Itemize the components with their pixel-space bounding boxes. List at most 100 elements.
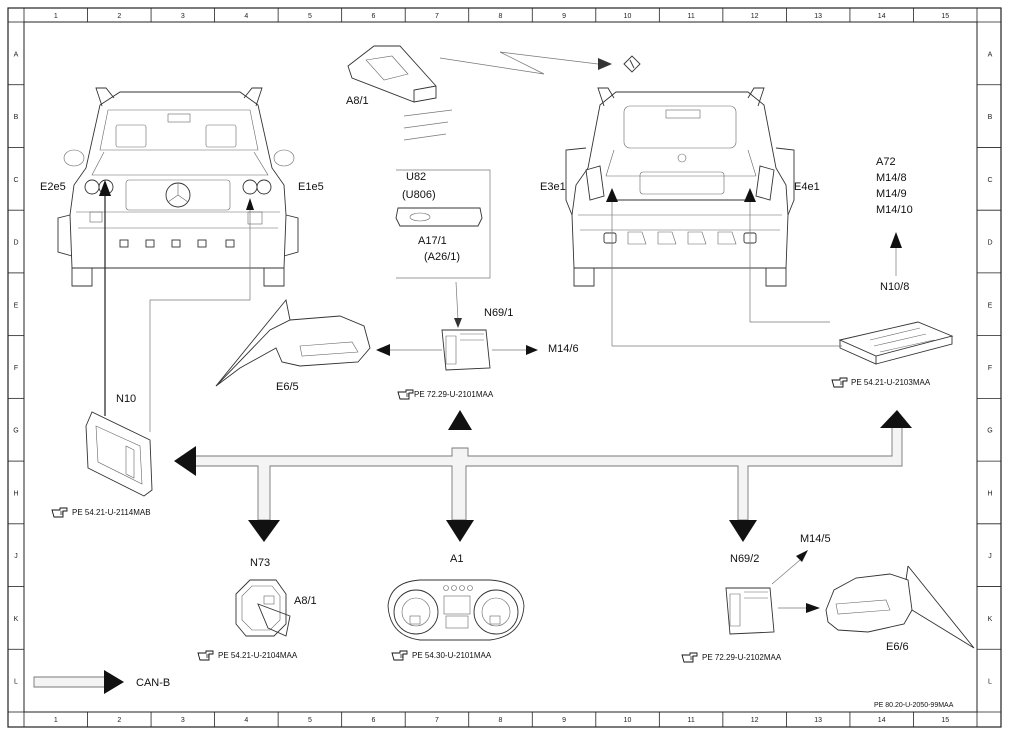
label-a8-1-bottom: A8/1 [294, 595, 317, 607]
grid-row-letter-right: E [988, 302, 993, 309]
label-m14-9: M14/9 [876, 188, 907, 200]
label-e2e5: E2e5 [40, 181, 66, 193]
grid-column-number-bottom: 1 [54, 717, 58, 724]
label-u82: U82 [406, 171, 426, 183]
label-a72: A72 [876, 156, 896, 168]
lamp-feed-lines [99, 180, 842, 432]
ref-pe-n69-1: PE 72.29-U-2101MAA [414, 390, 494, 399]
grid-column-number-top: 3 [181, 13, 185, 20]
grid-row-letter-left: K [14, 616, 19, 623]
front-car-drawing [57, 87, 299, 287]
label-a17-1: A17/1 [418, 235, 447, 247]
grid-row-letter-left: D [13, 240, 18, 247]
ref-pe-a1: PE 54.30-U-2101MAA [412, 651, 492, 660]
grid-column-number-bottom: 11 [687, 717, 694, 724]
door-handle-drawing [395, 169, 491, 279]
pointing-hand-icon [681, 652, 698, 663]
ref-pe-n73: PE 54.21-U-2104MAA [218, 651, 298, 660]
grid-row-letter-right: C [987, 177, 992, 184]
label-e6-5: E6/5 [276, 381, 299, 393]
grid-column-number-top: 13 [814, 13, 822, 20]
grid-column-number-top: 12 [751, 13, 759, 20]
grid-column-number-bottom: 6 [371, 717, 375, 724]
ref-pe-n10: PE 54.21-U-2114MAB [72, 508, 151, 517]
grid-row-letter-left: C [13, 177, 18, 184]
grid-row-letter-right: H [987, 490, 992, 497]
grid-row-letter-left: J [14, 553, 18, 560]
label-can-b: CAN-B [136, 677, 170, 689]
label-m14-8: M14/8 [876, 172, 907, 184]
pointing-hand-icon [831, 377, 848, 388]
instrument-cluster-drawing [387, 579, 525, 641]
grid-column-number-bottom: 12 [751, 717, 759, 724]
grid-row-letter-right: G [987, 428, 992, 435]
module-n10 [85, 411, 153, 497]
grid-column-number-top: 5 [308, 13, 312, 20]
grid-row-letter-left: F [14, 365, 18, 372]
pointing-hand-icon [397, 389, 414, 400]
grid-row-letter-right: A [988, 51, 993, 58]
label-a1: A1 [450, 553, 463, 565]
grid-column-number-bottom: 9 [562, 717, 566, 724]
ref-pe-n69-2: PE 72.29-U-2102MAA [702, 653, 782, 662]
label-e4e1: E4e1 [794, 181, 820, 193]
grid-column-number-bottom: 2 [117, 717, 121, 724]
grid-row-letter-left: B [14, 114, 19, 121]
rear-car-drawing [565, 87, 795, 287]
grid-row-letter-left: A [14, 51, 19, 58]
label-a8-1-top: A8/1 [346, 95, 369, 107]
drawing-number: PE 80.20-U-2050-99MAA [874, 702, 954, 709]
grid-row-letter-right: L [988, 679, 992, 686]
grid-row-letter-left: G [13, 428, 18, 435]
grid-column-number-top: 1 [54, 13, 58, 20]
grid-column-number-top: 10 [624, 13, 632, 20]
label-n69-1: N69/1 [484, 307, 513, 319]
grid-column-number-bottom: 4 [244, 717, 248, 724]
grid-column-number-top: 15 [941, 13, 949, 20]
grid-row-letter-left: E [14, 302, 19, 309]
label-n10-8: N10/8 [880, 281, 909, 293]
grid-row-letter-right: K [988, 616, 993, 623]
can-b-bus [174, 410, 912, 542]
grid-column-number-bottom: 13 [814, 717, 822, 724]
grid-column-number-top: 11 [687, 13, 694, 20]
reference-texts: PE 72.29-U-2101MAA PE 54.21-U-2103MAA PE… [72, 378, 954, 709]
label-u806: (U806) [402, 189, 436, 201]
grid-column-number-bottom: 14 [878, 717, 886, 724]
pointing-hand-icon [51, 507, 68, 518]
door-module-n69-2 [725, 550, 820, 635]
left-mirror-drawing [215, 298, 371, 387]
grid-column-number-top: 7 [435, 13, 439, 20]
label-e6-6: E6/6 [886, 641, 909, 653]
label-e3e1: E3e1 [540, 181, 566, 193]
can-b-legend [33, 670, 124, 694]
label-e1e5: E1e5 [298, 181, 324, 193]
grid-column-number-top: 8 [499, 13, 503, 20]
grid-column-number-bottom: 3 [181, 717, 185, 724]
module-n10-8 [838, 232, 954, 365]
grid-row-letter-right: D [987, 240, 992, 247]
frame [7, 7, 1002, 728]
lightning-zigzag-icon [439, 51, 641, 75]
grid-row-letter-right: F [988, 365, 992, 372]
grid-column-number-top: 14 [878, 13, 886, 20]
grid-row-letter-left: L [14, 679, 18, 686]
grid-column-number-bottom: 10 [624, 717, 632, 724]
label-n73: N73 [250, 557, 270, 569]
door-module-n69-1 [376, 281, 538, 371]
component-labels: E2e5 E1e5 A8/1 U82 (U806) A17/1 (A26/1) … [40, 95, 913, 689]
reference-icons [51, 377, 848, 663]
key-fob-drawing [347, 45, 453, 141]
label-m14-5: M14/5 [800, 533, 831, 545]
grid-column-number-top: 4 [244, 13, 248, 20]
grid-column-number-top: 6 [371, 13, 375, 20]
right-mirror-drawing [825, 565, 975, 649]
grid-column-number-bottom: 8 [499, 717, 503, 724]
grid-row-letter-right: B [988, 114, 993, 121]
pointing-hand-icon [197, 650, 214, 661]
label-m14-6: M14/6 [548, 343, 579, 355]
grid-columns: 1122334455667788991010111112121313141415… [23, 8, 978, 727]
